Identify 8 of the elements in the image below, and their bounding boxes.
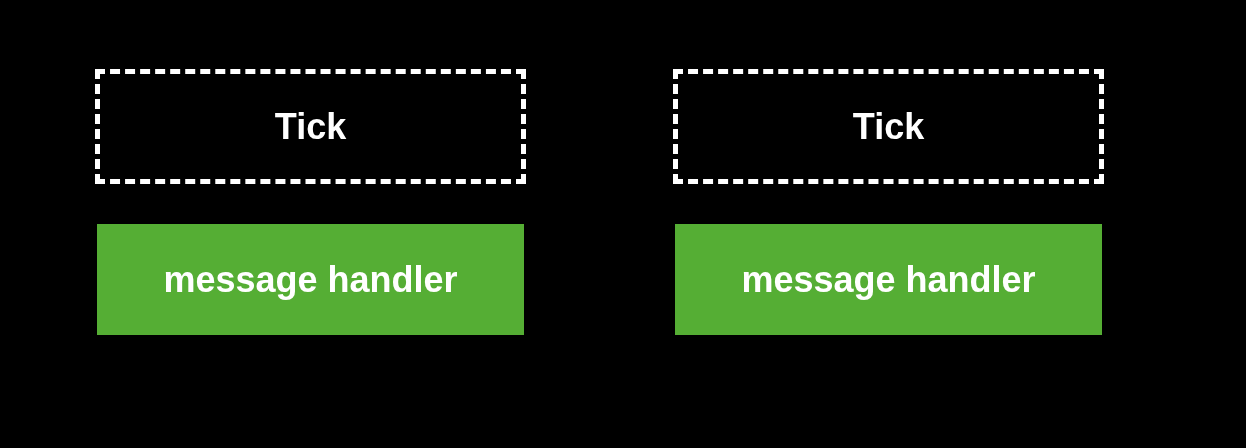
dashed-box (95, 69, 526, 184)
node-label: message handler (741, 258, 1036, 301)
node-label: message handler (163, 258, 458, 301)
node-label: Tick (852, 105, 925, 148)
dashed-box (673, 69, 1104, 184)
process-box (97, 224, 524, 335)
process-box (675, 224, 1102, 335)
node-label: Tick (274, 105, 347, 148)
